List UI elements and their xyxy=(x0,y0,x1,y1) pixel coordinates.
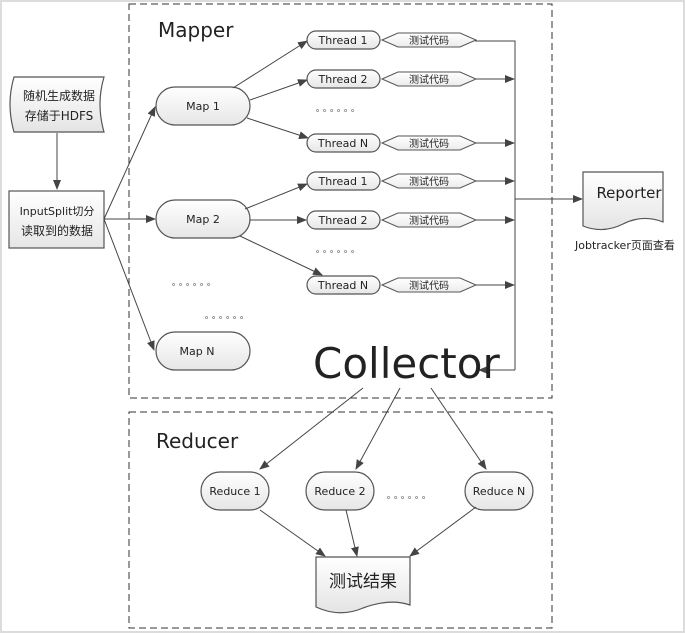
thread-node: Thread 1 测试代码 xyxy=(306,171,515,191)
reduce-label: Reduce 2 xyxy=(314,485,365,498)
thread-box xyxy=(306,275,381,295)
edge-map2-thread1 xyxy=(244,183,308,210)
thread-label: Thread 2 xyxy=(318,73,368,86)
test-code-label: 测试代码 xyxy=(409,73,449,86)
edge-collector-reduce2 xyxy=(355,387,401,470)
input-source-line1: 随机生成数据 xyxy=(23,88,95,103)
thread-node: Thread N 测试代码 xyxy=(306,275,515,295)
input-source-line2: 存储于HDFS xyxy=(25,108,94,123)
reduces-ellipsis: 。。。。。。 xyxy=(387,491,433,500)
thread-label: Thread 1 xyxy=(318,175,368,188)
result-node: 测试结果 xyxy=(315,556,411,614)
map-label: Map 1 xyxy=(186,100,220,113)
edge-reducen2-result xyxy=(345,509,359,557)
test-code-label: 测试代码 xyxy=(409,214,449,227)
thread-label: Thread N xyxy=(317,137,368,150)
result-label: 测试结果 xyxy=(329,572,397,592)
thread-box xyxy=(306,210,381,230)
thread-label: Thread N xyxy=(317,279,368,292)
edge-map1-thread1 xyxy=(232,40,308,89)
test-code-label: 测试代码 xyxy=(409,175,449,188)
threads-ellipsis-2: 。。。。。。 xyxy=(316,245,362,254)
map-node-n: Map N xyxy=(155,331,251,371)
test-code-label: 测试代码 xyxy=(409,279,449,292)
map-label: Map N xyxy=(180,345,215,358)
test-code-label: 测试代码 xyxy=(409,34,449,47)
test-code-label: 测试代码 xyxy=(409,137,449,150)
edge-map2-threadn xyxy=(239,235,323,276)
reduce-label: Reduce N xyxy=(473,485,525,498)
reducer-section-box xyxy=(128,411,553,629)
edge-collector-reduce1 xyxy=(259,387,364,470)
edge-reducen-result xyxy=(409,506,477,557)
thread-node: Thread N 测试代码 xyxy=(306,133,515,153)
reduce-node-2: Reduce 2 xyxy=(305,471,375,511)
edge-reduce1-result xyxy=(259,509,326,557)
edge-split-to-map1 xyxy=(103,106,156,220)
test-code-shape xyxy=(380,32,478,48)
thread-label: Thread 2 xyxy=(318,214,368,227)
reporter-label: Reporter xyxy=(596,184,662,202)
inputsplit-line2: 读取到的数据 xyxy=(21,223,93,238)
mapper-section-box xyxy=(128,3,553,399)
edge-map1-thread2 xyxy=(249,79,308,101)
maps-ellipsis-1: 。。。。。。 xyxy=(172,278,218,287)
edge-split-to-mapn xyxy=(103,218,155,351)
thread-box xyxy=(306,171,381,191)
edge-map1-threadn xyxy=(246,117,309,139)
mapper-title: Mapper xyxy=(158,18,234,42)
map-node-2: Map 2 xyxy=(155,199,251,239)
reduce-label: Reduce 1 xyxy=(209,485,260,498)
thread-box xyxy=(306,69,381,89)
thread-node: Thread 2 测试代码 xyxy=(306,69,515,89)
collector-bus-line xyxy=(475,40,516,370)
input-source-node: 随机生成数据 存储于HDFS xyxy=(9,76,105,133)
map-label: Map 2 xyxy=(186,213,220,226)
thread-node: Thread 1 测试代码 xyxy=(306,30,478,50)
thread-label: Thread 1 xyxy=(318,34,368,47)
reporter-caption: Jobtracker页面查看 xyxy=(574,238,675,252)
inputsplit-node: InputSplit切分 读取到的数据 xyxy=(8,190,105,249)
inputsplit-line1: InputSplit切分 xyxy=(20,205,95,218)
threads-ellipsis-1: 。。。。。。 xyxy=(316,104,362,113)
map-node-1: Map 1 xyxy=(155,86,251,126)
edge-collector-reducen xyxy=(430,387,487,470)
maps-ellipsis-2: 。。。。。。 xyxy=(205,311,251,320)
reduce-node-n: Reduce N xyxy=(464,471,534,511)
collector-title: Collector xyxy=(313,339,500,388)
reducer-title: Reducer xyxy=(156,429,239,453)
reduce-node-1: Reduce 1 xyxy=(200,471,270,511)
thread-box xyxy=(306,133,381,153)
reporter-node: Reporter xyxy=(582,171,664,231)
thread-box xyxy=(306,30,381,50)
thread-node: Thread 2 测试代码 xyxy=(306,210,515,230)
